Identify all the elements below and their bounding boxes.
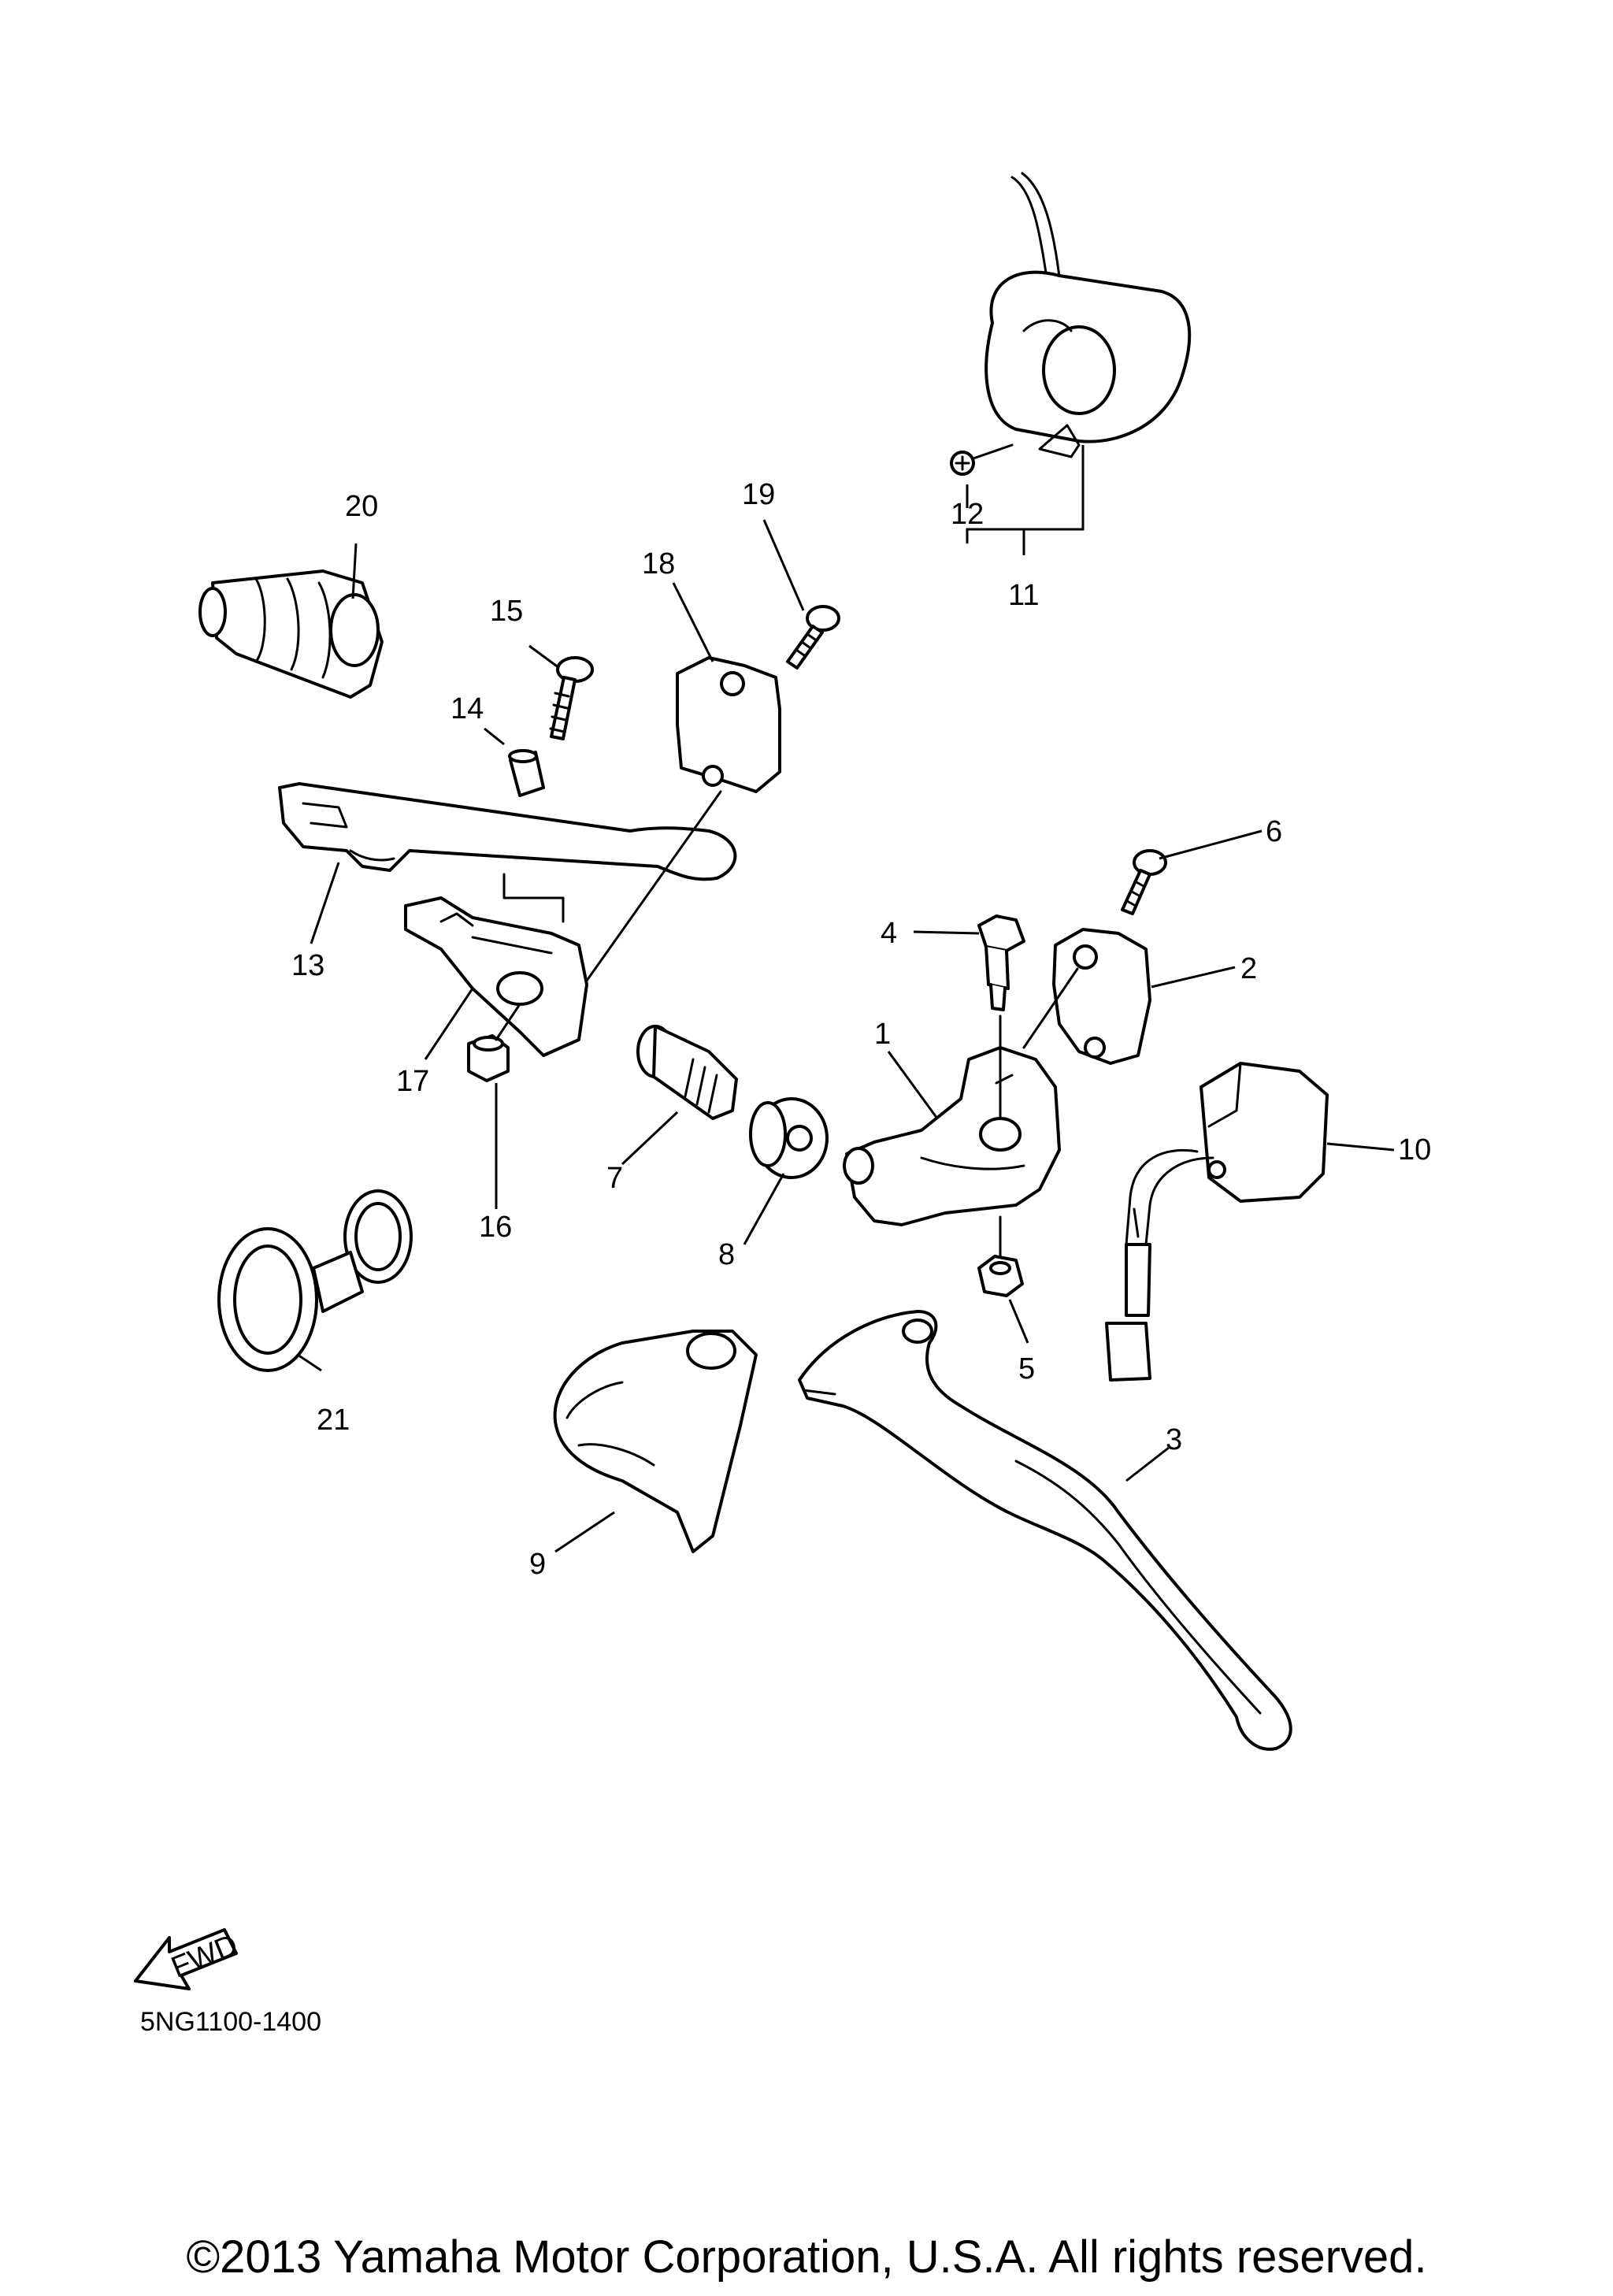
callout-18: 18 bbox=[642, 547, 675, 580]
part-5-nut bbox=[977, 1255, 1024, 1297]
callout-1: 1 bbox=[874, 1018, 891, 1051]
callout-2: 2 bbox=[1240, 952, 1257, 985]
callout-15: 15 bbox=[490, 595, 523, 628]
part-20-grip bbox=[198, 569, 384, 699]
callout-11: 11 bbox=[1008, 579, 1039, 612]
part-19-bolt bbox=[786, 605, 840, 670]
callout-20: 20 bbox=[345, 490, 378, 523]
callout-13: 13 bbox=[291, 949, 324, 982]
part-7-adjuster-bolt bbox=[636, 1025, 738, 1120]
callout-4: 4 bbox=[881, 917, 897, 950]
part-10-switch bbox=[1105, 1062, 1329, 1382]
part-13-lever bbox=[278, 782, 737, 881]
callout-17: 17 bbox=[396, 1065, 429, 1098]
copyright-notice: ©2013 Yamaha Motor Corporation, U.S.A. A… bbox=[186, 2231, 1427, 2283]
part-2-holder bbox=[1052, 928, 1151, 1065]
callout-21: 21 bbox=[317, 1404, 350, 1437]
part-3-lever bbox=[798, 1310, 1292, 1751]
part-21-clamp bbox=[217, 1189, 413, 1372]
part-18-holder bbox=[676, 656, 781, 793]
part-12-screw bbox=[950, 443, 1014, 476]
callout-8: 8 bbox=[718, 1238, 735, 1271]
callout-9: 9 bbox=[529, 1548, 546, 1581]
callout-19: 19 bbox=[742, 478, 775, 511]
part-15-bolt bbox=[549, 656, 594, 740]
part-16-nut bbox=[467, 1034, 510, 1082]
part-17-holder bbox=[404, 896, 588, 1057]
callout-3: 3 bbox=[1166, 1423, 1182, 1456]
callout-10: 10 bbox=[1398, 1133, 1431, 1167]
callout-7: 7 bbox=[606, 1162, 623, 1195]
callout-5: 5 bbox=[1018, 1352, 1035, 1385]
part-1-lever-bracket bbox=[843, 1046, 1061, 1226]
callout-6: 6 bbox=[1266, 815, 1282, 848]
fwd-arrow-icon: FWD bbox=[134, 1928, 243, 1990]
part-11-switch-housing bbox=[984, 172, 1192, 458]
diagram-part-code: 5NG1100-1400 bbox=[140, 2007, 321, 2037]
part-14-collar bbox=[508, 749, 545, 797]
callout-16: 16 bbox=[479, 1211, 512, 1244]
callout-12: 12 bbox=[951, 498, 984, 531]
callout-14: 14 bbox=[451, 692, 484, 725]
part-9-cover bbox=[553, 1330, 758, 1553]
part-4-pivot-bolt bbox=[977, 914, 1025, 1011]
part-8-adjuster-nut bbox=[749, 1097, 829, 1179]
part-6-bolt bbox=[1121, 849, 1167, 915]
callout-labels: 1 2 3 4 5 6 7 8 9 10 11 12 13 14 15 16 1… bbox=[291, 478, 1431, 1581]
leader-lines bbox=[297, 445, 1395, 1553]
